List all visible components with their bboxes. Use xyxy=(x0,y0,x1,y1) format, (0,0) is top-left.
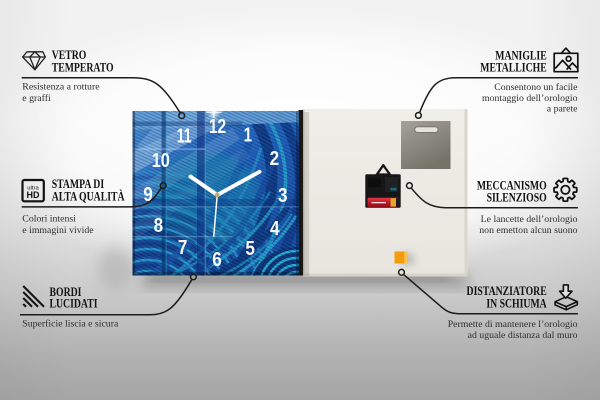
svg-text:montaggio dell’orologio: montaggio dell’orologio xyxy=(482,93,578,104)
svg-text:LUCIDATI: LUCIDATI xyxy=(50,297,98,310)
svg-text:a parete: a parete xyxy=(547,104,578,115)
svg-text:9: 9 xyxy=(143,184,153,207)
svg-text:6: 6 xyxy=(212,249,222,272)
svg-text:Colori intensi: Colori intensi xyxy=(22,213,76,224)
svg-text:SILENZIOSO: SILENZIOSO xyxy=(487,192,547,205)
svg-text:7: 7 xyxy=(178,237,188,260)
svg-text:4: 4 xyxy=(270,218,280,241)
svg-text:10: 10 xyxy=(152,148,170,171)
svg-text:Superficie liscia e sicura: Superficie liscia e sicura xyxy=(22,319,119,330)
svg-text:BORDI: BORDI xyxy=(50,286,82,299)
svg-text:8: 8 xyxy=(154,215,164,238)
svg-text:ad uguale distanza dal muro: ad uguale distanza dal muro xyxy=(468,330,578,341)
svg-text:11: 11 xyxy=(177,124,192,147)
svg-text:DISTANZIATORE: DISTANZIATORE xyxy=(467,285,547,298)
svg-text:MECCANISMO: MECCANISMO xyxy=(477,179,547,192)
svg-text:ultra: ultra xyxy=(27,185,39,191)
svg-text:Consentono un facile: Consentono un facile xyxy=(494,82,578,93)
svg-text:MANIGLIE: MANIGLIE xyxy=(495,49,546,62)
svg-text:VETRO: VETRO xyxy=(52,49,87,62)
svg-text:Permette di mantenere l’orolog: Permette di mantenere l’orologio xyxy=(448,319,578,330)
svg-text:IN SCHIUMA: IN SCHIUMA xyxy=(486,297,546,310)
svg-text:METALLICHE: METALLICHE xyxy=(480,62,546,75)
svg-text:12: 12 xyxy=(209,115,226,138)
svg-text:e graffi: e graffi xyxy=(22,93,51,104)
svg-text:Le lancette dell’orologio: Le lancette dell’orologio xyxy=(481,214,578,225)
svg-text:e immagini vivide: e immagini vivide xyxy=(22,225,94,236)
svg-text:2: 2 xyxy=(270,148,280,171)
svg-text:Resistenza a rotture: Resistenza a rotture xyxy=(22,81,100,92)
svg-text:3: 3 xyxy=(278,185,288,208)
svg-text:STAMPA DI: STAMPA DI xyxy=(52,178,104,191)
svg-text:HD: HD xyxy=(27,190,40,200)
svg-text:5: 5 xyxy=(245,238,255,261)
svg-text:TEMPERATO: TEMPERATO xyxy=(52,62,114,75)
svg-text:non emetton alcun suono: non emetton alcun suono xyxy=(479,225,577,236)
svg-text:1: 1 xyxy=(244,123,252,146)
svg-text:ALTA QUALITÀ: ALTA QUALITÀ xyxy=(52,191,125,204)
